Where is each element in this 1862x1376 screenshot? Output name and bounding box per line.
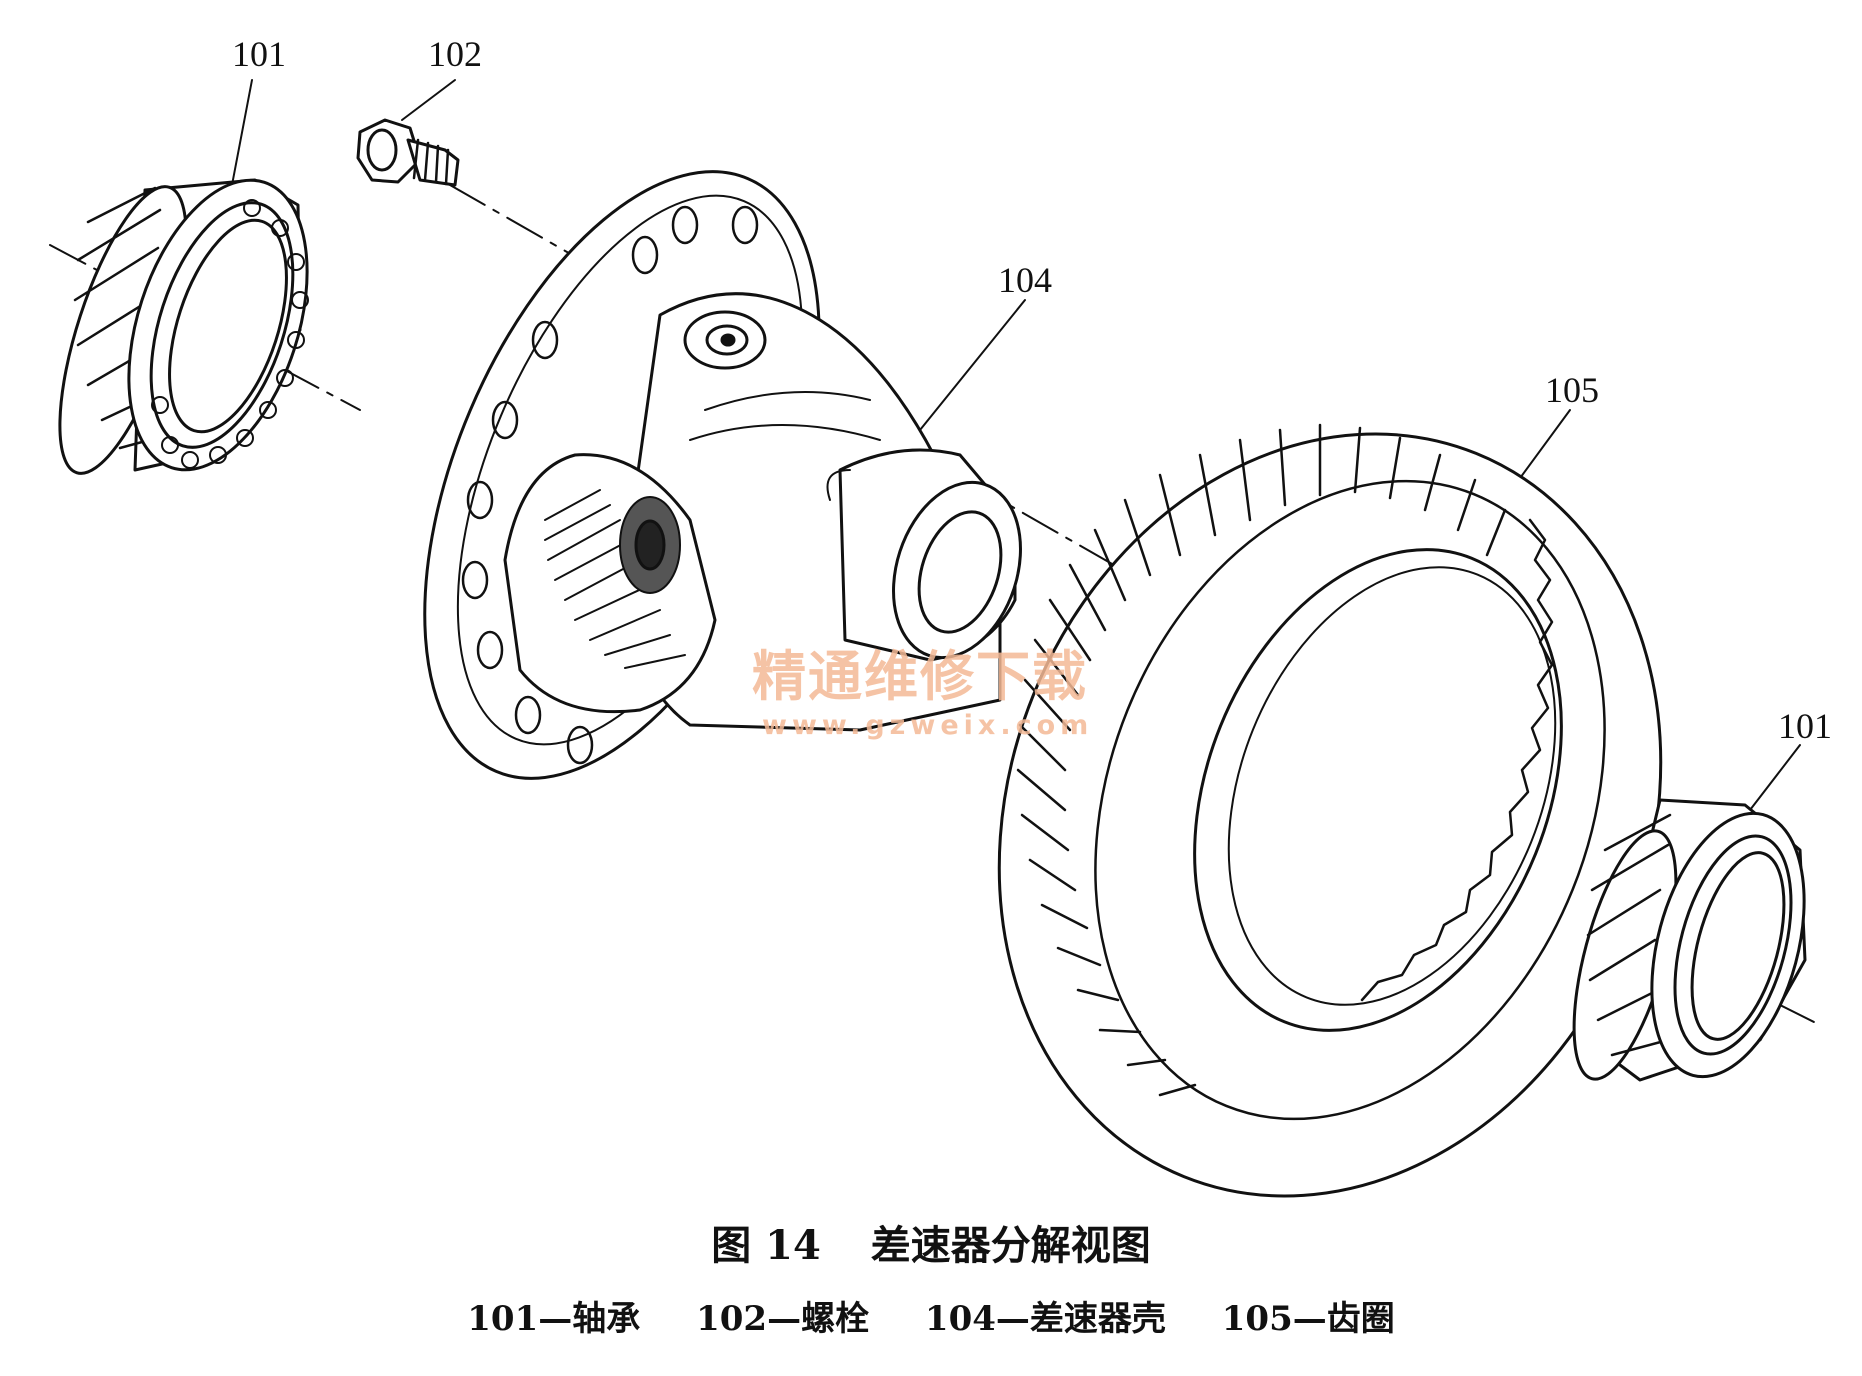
label-housing: 104 bbox=[998, 260, 1052, 300]
bolt bbox=[356, 118, 460, 187]
ring-gear bbox=[997, 423, 1663, 1198]
leader-lines bbox=[231, 79, 1801, 811]
legend-item: 105—齿圈 bbox=[1221, 1299, 1395, 1339]
bearing-left bbox=[58, 178, 309, 475]
legend-item: 102—螺栓 bbox=[696, 1299, 870, 1339]
label-bolt: 102 bbox=[428, 34, 482, 74]
legend-item: 101—轴承 bbox=[467, 1299, 641, 1339]
figure-title-text: 差速器分解视图 bbox=[870, 1222, 1151, 1269]
bearing-right bbox=[1572, 798, 1807, 1082]
label-bearing-left: 101 bbox=[232, 34, 286, 74]
label-ring-gear: 105 bbox=[1545, 370, 1599, 410]
watermark-text: 精通维修下载 bbox=[752, 645, 1088, 708]
legend-item: 104—差速器壳 bbox=[924, 1299, 1166, 1339]
figure-legend: 101—轴承 102—螺栓 104—差速器壳 105—齿圈 bbox=[0, 1302, 1862, 1336]
figure-number: 图 14 bbox=[711, 1222, 821, 1269]
differential-housing bbox=[423, 170, 1022, 780]
watermark-url: www.gzweix.com bbox=[762, 710, 1094, 741]
label-bearing-right: 101 bbox=[1778, 706, 1832, 746]
